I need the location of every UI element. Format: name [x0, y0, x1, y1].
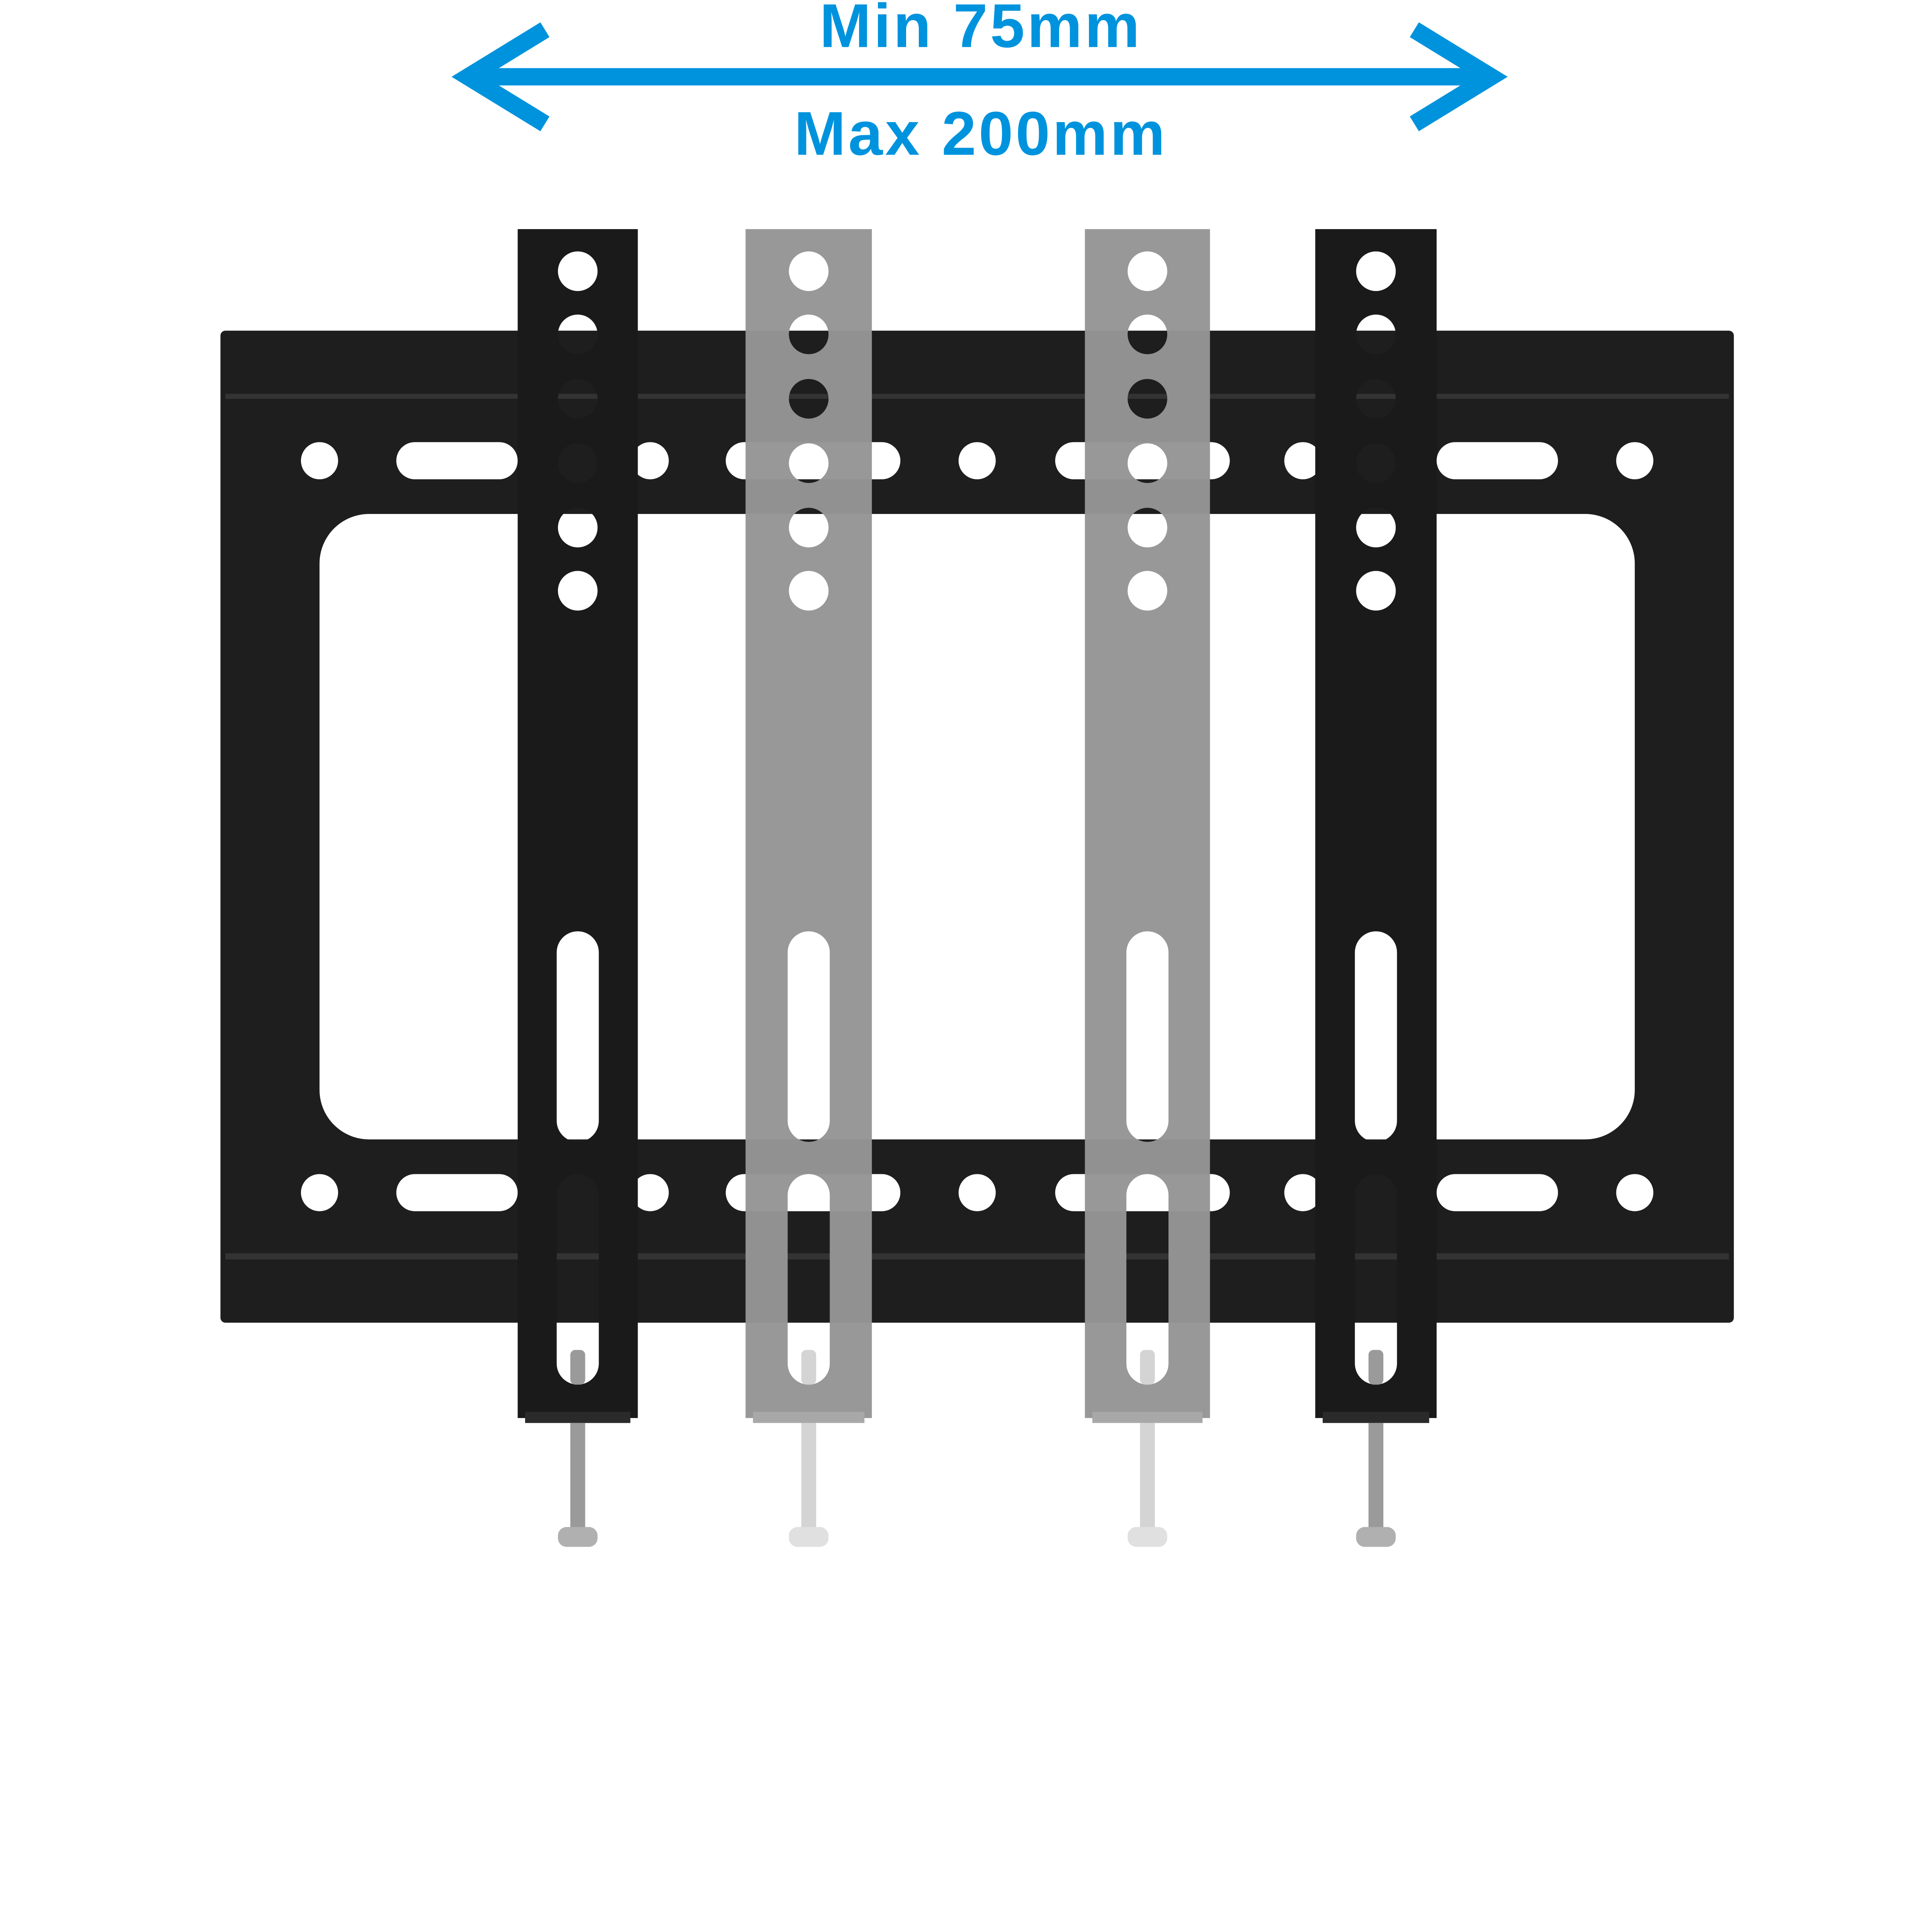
arm-right-max-bracket	[1315, 229, 1437, 1547]
arm-foot	[753, 1412, 865, 1423]
arm-foot	[525, 1412, 631, 1423]
vertical-arm	[517, 229, 638, 1418]
vertical-arm	[745, 229, 872, 1418]
mounting-screw-icon	[558, 1350, 598, 1547]
arm-right-min-bracket	[1085, 229, 1210, 1547]
arm-foot	[1323, 1412, 1429, 1423]
arm-left-max-bracket	[517, 229, 638, 1547]
min-spacing-label: Min 75mm	[820, 0, 1142, 60]
mounting-screw-icon	[1128, 1350, 1167, 1547]
wall-plate-frame	[220, 330, 1734, 1323]
vertical-arm	[1085, 229, 1210, 1418]
arm-left-min-bracket	[745, 229, 872, 1547]
vertical-arm	[1315, 229, 1437, 1418]
width-dimension-arrow	[451, 22, 1508, 131]
mounting-screw-icon	[1356, 1350, 1396, 1547]
mounting-screw-icon	[789, 1350, 829, 1547]
wall-mount-illustration: Min 75mm Max 200mm	[220, 0, 1734, 1547]
arm-foot	[1092, 1412, 1203, 1423]
max-spacing-label: Max 200mm	[794, 99, 1167, 168]
product-diagram: Min 75mm Max 200mm	[220, 0, 1734, 1547]
